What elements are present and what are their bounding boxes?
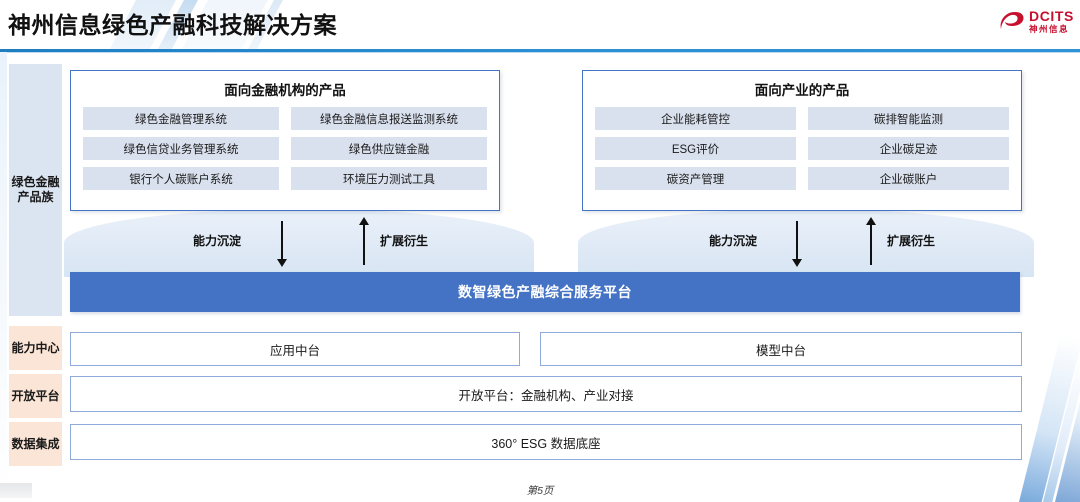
open-platform-row[interactable]: 开放平台：金融机构、产业对接 (70, 376, 1022, 412)
product-item[interactable]: 绿色信贷业务管理系统 (83, 137, 279, 160)
sidebar-item-open-platform: 开放平台 (9, 374, 62, 418)
product-item[interactable]: 绿色金融信息报送监测系统 (291, 107, 487, 130)
product-item[interactable]: ESG评价 (595, 137, 796, 160)
data-integration-row[interactable]: 360° ESG 数据底座 (70, 424, 1022, 460)
panel-financial-grid: 绿色金融管理系统 绿色金融信息报送监测系统 绿色信贷业务管理系统 绿色供应链金融… (71, 99, 499, 190)
page-title: 神州信息绿色产融科技解决方案 (8, 12, 337, 38)
panel-financial-title: 面向金融机构的产品 (224, 83, 346, 98)
panel-financial-products: 面向金融机构的产品 绿色金融管理系统 绿色金融信息报送监测系统 绿色信贷业务管理… (70, 70, 500, 211)
sidebar-item-data-integration: 数据集成 (9, 422, 62, 466)
platform-label: 数智绿色产融综合服务平台 (458, 284, 632, 300)
ability-center-model-middle-platform[interactable]: 模型中台 (540, 332, 1022, 366)
product-item[interactable]: 企业能耗管控 (595, 107, 796, 130)
row-label: 360° ESG 数据底座 (491, 436, 601, 451)
logo-text-en: DCITS (1029, 8, 1074, 24)
panel-industry-title: 面向产业的产品 (754, 83, 850, 98)
sidebar-label-family: 绿色金融产品族 (11, 175, 60, 204)
sidebar-item-ability-center: 能力中心 (9, 326, 62, 370)
platform-bar: 数智绿色产融综合服务平台 (70, 272, 1020, 312)
row-label: 开放平台：金融机构、产业对接 (458, 388, 634, 403)
product-item[interactable]: 碳资产管理 (595, 167, 796, 190)
product-item[interactable]: 绿色金融管理系统 (83, 107, 279, 130)
product-item[interactable]: 环境压力测试工具 (291, 167, 487, 190)
ability-center-app-middle-platform[interactable]: 应用中台 (70, 332, 520, 366)
brand-logo: DCITS 神州信息 (998, 9, 1074, 34)
header-divider (0, 49, 1080, 52)
logo-text-cn: 神州信息 (1029, 24, 1070, 34)
left-edge-decoration (0, 52, 7, 502)
panel-industry-grid: 企业能耗管控 碳排智能监测 ESG评价 企业碳足迹 碳资产管理 企业碳账户 (583, 99, 1021, 190)
flow-label-left-down: 能力沉淀 (193, 234, 242, 248)
header-divider-sub (0, 52, 1080, 53)
flow-label-right-up: 扩展衍生 (887, 234, 936, 248)
flow-arc-left (64, 209, 534, 277)
row-label: 应用中台 (269, 343, 320, 358)
product-item[interactable]: 碳排智能监测 (808, 107, 1009, 130)
sidebar-label-data: 数据集成 (11, 436, 60, 451)
bottom-left-chip (0, 483, 32, 498)
panel-industry-products: 面向产业的产品 企业能耗管控 碳排智能监测 ESG评价 企业碳足迹 碳资产管理 … (582, 70, 1022, 211)
product-item[interactable]: 银行个人碳账户系统 (83, 167, 279, 190)
sidebar-label-open: 开放平台 (11, 388, 60, 403)
page-footer: 第5页 (526, 485, 554, 497)
flow-arc-right (578, 209, 1034, 277)
product-item[interactable]: 企业碳账户 (808, 167, 1009, 190)
dcits-swoosh-icon (998, 9, 1024, 33)
product-item[interactable]: 绿色供应链金融 (291, 137, 487, 160)
product-item[interactable]: 企业碳足迹 (808, 137, 1009, 160)
row-label: 模型中台 (755, 343, 806, 358)
sidebar-label-ability: 能力中心 (11, 340, 60, 355)
flow-label-right-down: 能力沉淀 (709, 234, 758, 248)
flow-label-left-up: 扩展衍生 (380, 234, 429, 248)
sidebar-item-green-finance-family: 绿色金融产品族 (9, 64, 62, 316)
